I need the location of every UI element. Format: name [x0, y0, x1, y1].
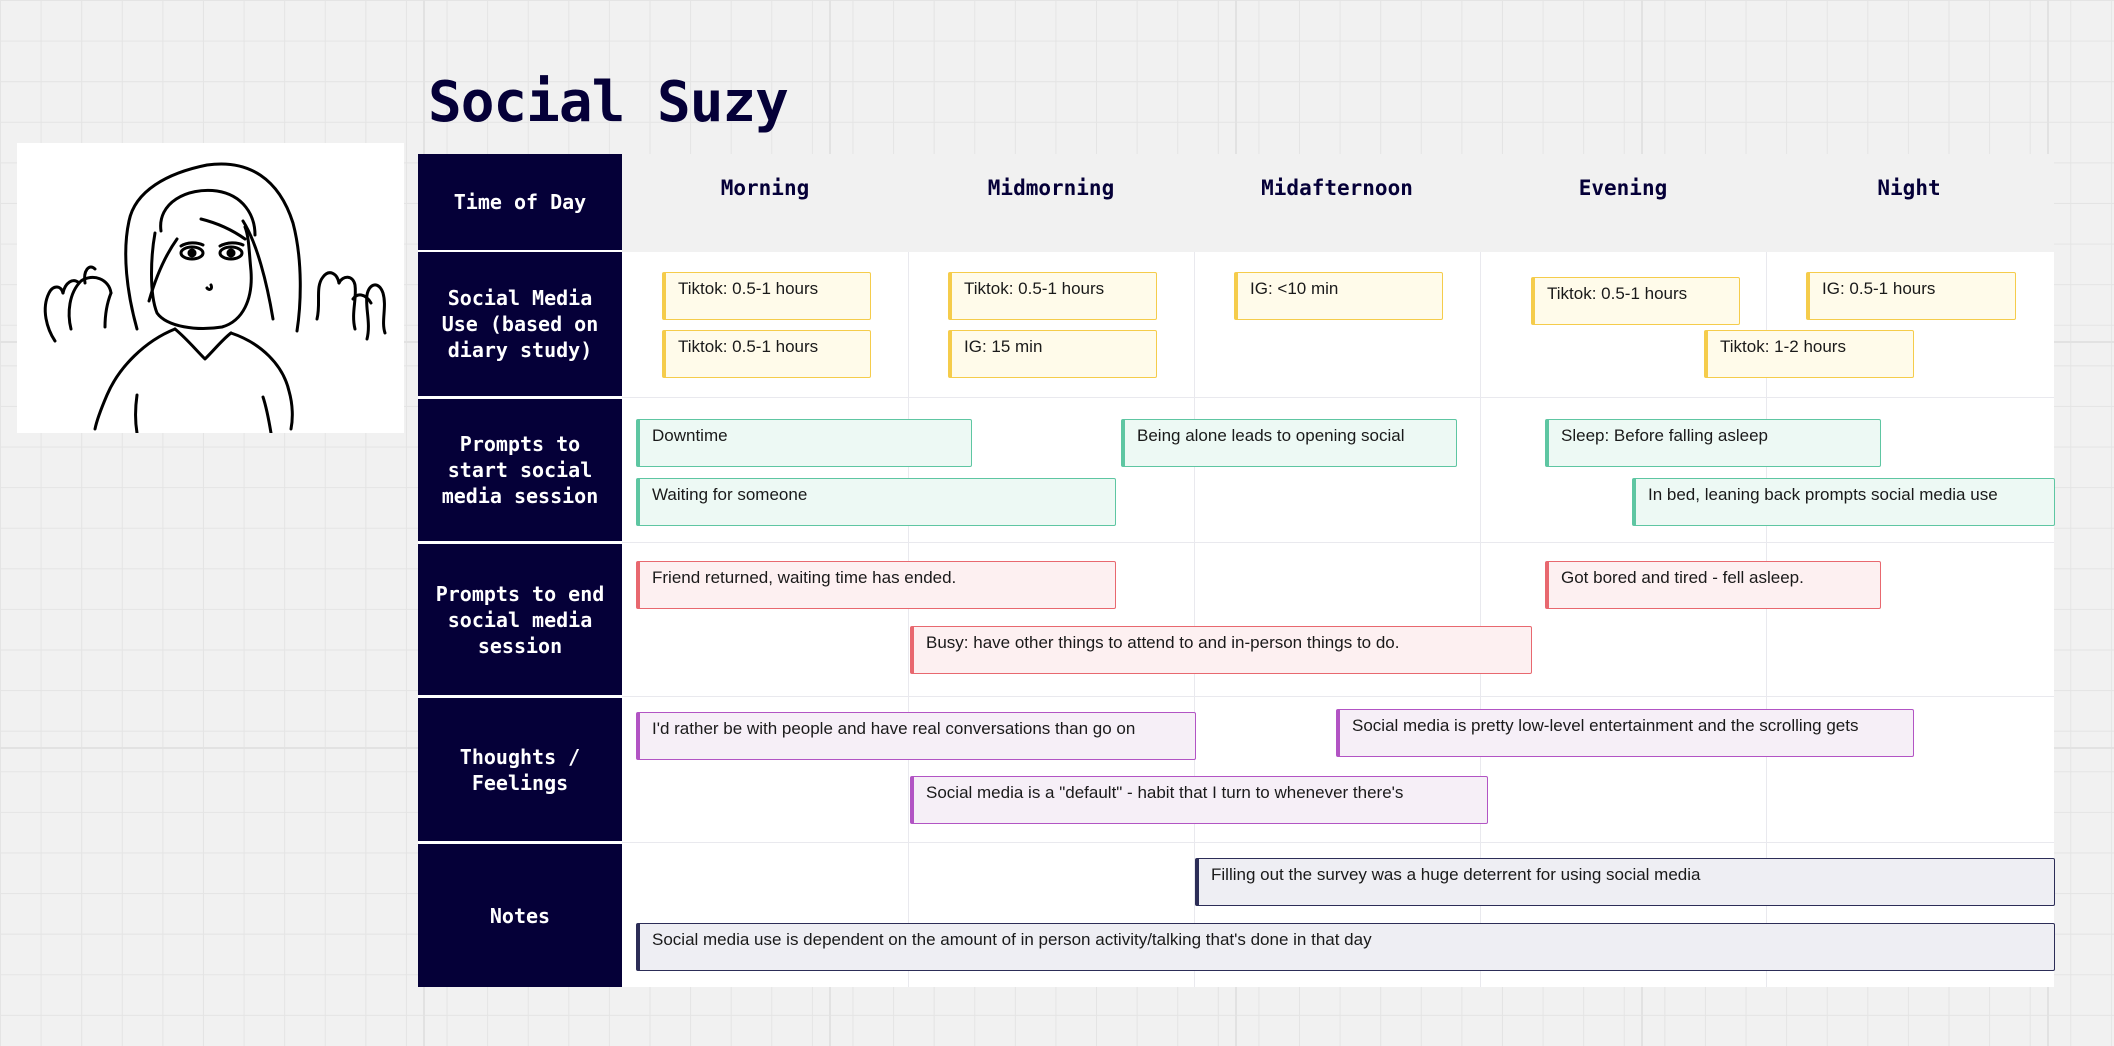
column-divider: [1766, 252, 1767, 987]
column-header-midmorning: Midmorning: [987, 176, 1115, 200]
thought-card[interactable]: Social media is a "default" - habit that…: [910, 776, 1488, 824]
usage-card[interactable]: IG: 15 min: [948, 330, 1157, 378]
row-divider: [622, 696, 2054, 697]
usage-card[interactable]: IG: 0.5-1 hours: [1806, 272, 2016, 320]
row-label-social-media-use: Social Media Use (based on diary study): [418, 252, 622, 396]
column-header-night: Night: [1877, 176, 1941, 200]
start-prompt-card[interactable]: Sleep: Before falling asleep: [1545, 419, 1881, 467]
row-divider: [622, 542, 2054, 543]
start-prompt-card[interactable]: In bed, leaning back prompts social medi…: [1632, 478, 2055, 526]
usage-card[interactable]: Tiktok: 0.5-1 hours: [662, 272, 871, 320]
column-header-strip: [622, 154, 2054, 252]
start-prompt-card[interactable]: Being alone leads to opening social: [1121, 419, 1457, 467]
column-divider: [1480, 252, 1481, 987]
row-label-prompts-start: Prompts to start social media session: [418, 399, 622, 541]
column-header-evening: Evening: [1578, 176, 1668, 200]
usage-card[interactable]: Tiktok: 1-2 hours: [1704, 330, 1914, 378]
start-prompt-card[interactable]: Waiting for someone: [636, 478, 1116, 526]
row-label-time-of-day: Time of Day: [418, 154, 622, 250]
column-divider: [1194, 252, 1195, 987]
thought-card[interactable]: I'd rather be with people and have real …: [636, 712, 1196, 760]
note-card[interactable]: Social media use is dependent on the amo…: [636, 923, 2055, 971]
column-header-morning: Morning: [720, 176, 810, 200]
end-prompt-card[interactable]: Friend returned, waiting time has ended.: [636, 561, 1116, 609]
thought-card[interactable]: Social media is pretty low-level enterta…: [1336, 709, 1914, 757]
row-label-prompts-end: Prompts to end social media session: [418, 544, 622, 695]
row-label-thoughts-feelings: Thoughts / Feelings: [418, 698, 622, 841]
end-prompt-card[interactable]: Got bored and tired - fell asleep.: [1545, 561, 1881, 609]
usage-card[interactable]: Tiktok: 0.5-1 hours: [948, 272, 1157, 320]
end-prompt-card[interactable]: Busy: have other things to attend to and…: [910, 626, 1532, 674]
row-label-notes: Notes: [418, 844, 622, 987]
usage-card[interactable]: IG: <10 min: [1234, 272, 1443, 320]
note-card[interactable]: Filling out the survey was a huge deterr…: [1195, 858, 2055, 906]
column-header-midafternoon: Midafternoon: [1261, 176, 1413, 200]
persona-sketch-drawing: [43, 162, 387, 435]
usage-card[interactable]: Tiktok: 0.5-1 hours: [662, 330, 871, 378]
start-prompt-card[interactable]: Downtime: [636, 419, 972, 467]
persona-sketch-image[interactable]: [17, 143, 404, 435]
usage-card[interactable]: Tiktok: 0.5-1 hours: [1531, 277, 1740, 325]
row-divider: [622, 842, 2054, 843]
row-divider: [622, 397, 2054, 398]
column-divider: [908, 252, 909, 987]
page-title: Social Suzy: [428, 70, 789, 135]
